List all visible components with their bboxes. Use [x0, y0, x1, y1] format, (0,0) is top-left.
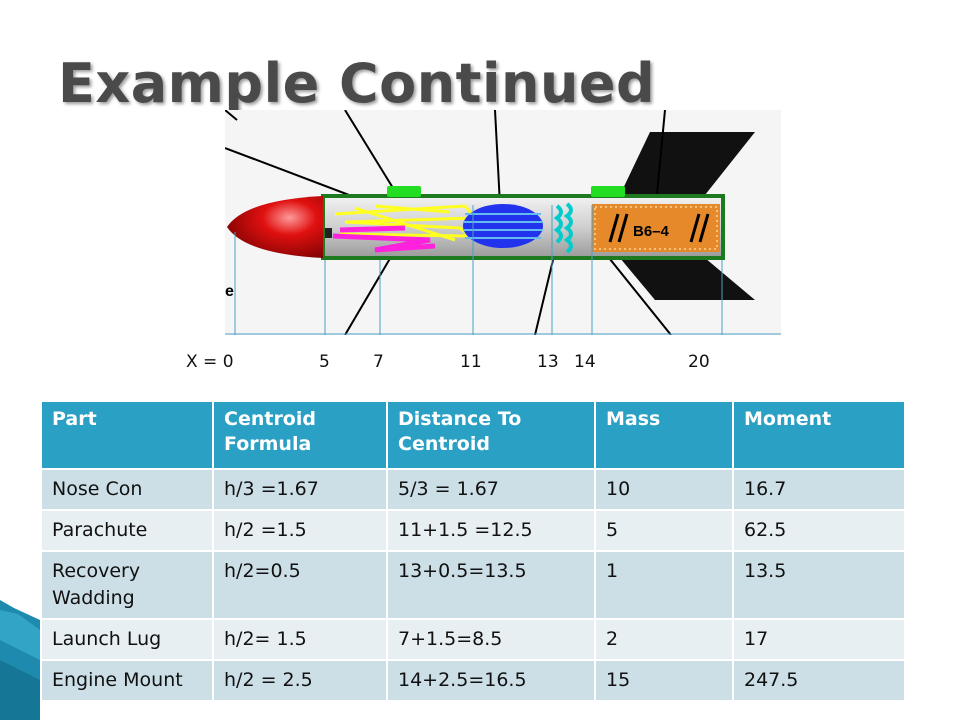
x-label: X = 0: [186, 352, 234, 372]
cell-moment: 13.5: [732, 550, 906, 620]
x-axis-labels: X = 0 5 7 11 13 14 20: [0, 352, 960, 376]
header-centroid-formula: Centroid Formula: [212, 400, 388, 470]
cell-moment: 16.7: [732, 468, 906, 511]
nose-weight: [325, 228, 332, 238]
table-row: Parachute h/2 =1.5 11+1.5 =12.5 5 62.5: [40, 509, 906, 552]
cell-distance: 11+1.5 =12.5: [386, 509, 596, 552]
table-row: Nose Con h/3 =1.67 5/3 = 1.67 10 16.7: [40, 468, 906, 511]
header-distance-to-centroid: Distance To Centroid: [386, 400, 596, 470]
parachute: [463, 204, 543, 248]
upper-fin: [620, 132, 755, 195]
centroid-table: Part Centroid Formula Distance To Centro…: [40, 400, 906, 702]
cell-centroid-formula: h/2= 1.5: [212, 618, 388, 661]
cell-mass: 15: [594, 659, 734, 702]
table-header-row: Part Centroid Formula Distance To Centro…: [40, 400, 906, 470]
cropped-side-label: e: [225, 283, 234, 300]
lower-fin: [620, 258, 755, 300]
corner-decoration: [0, 600, 40, 720]
cell-moment: 62.5: [732, 509, 906, 552]
x-tick-5: 5: [319, 352, 330, 372]
cell-mass: 5: [594, 509, 734, 552]
table-row: Recovery Wadding h/2=0.5 13+0.5=13.5 1 1…: [40, 550, 906, 620]
engine-label: B6–4: [633, 223, 670, 240]
cell-centroid-formula: h/3 =1.67: [212, 468, 388, 511]
launch-lug-rear: [591, 186, 625, 197]
table-row: Launch Lug h/2= 1.5 7+1.5=8.5 2 17: [40, 618, 906, 661]
table-row: Engine Mount h/2 = 2.5 14+2.5=16.5 15 24…: [40, 659, 906, 702]
x-tick-13: 13: [537, 352, 559, 372]
cell-mass: 10: [594, 468, 734, 511]
cell-part: Recovery Wadding: [40, 550, 214, 620]
rocket-diagram: B6–4 e: [225, 110, 781, 335]
cell-part: Nose Con: [40, 468, 214, 511]
x-tick-7: 7: [373, 352, 384, 372]
cell-mass: 2: [594, 618, 734, 661]
cell-distance: 7+1.5=8.5: [386, 618, 596, 661]
cell-centroid-formula: h/2=0.5: [212, 550, 388, 620]
header-part: Part: [40, 400, 214, 470]
cell-part: Parachute: [40, 509, 214, 552]
cell-distance: 14+2.5=16.5: [386, 659, 596, 702]
recovery-wadding: [553, 202, 573, 254]
x-tick-20: 20: [688, 352, 710, 372]
cell-moment: 17: [732, 618, 906, 661]
x-tick-14: 14: [574, 352, 596, 372]
cell-centroid-formula: h/2 =1.5: [212, 509, 388, 552]
engine-marks: [608, 213, 710, 243]
cell-moment: 247.5: [732, 659, 906, 702]
cell-centroid-formula: h/2 = 2.5: [212, 659, 388, 702]
cell-distance: 13+0.5=13.5: [386, 550, 596, 620]
cell-part: Engine Mount: [40, 659, 214, 702]
cell-distance: 5/3 = 1.67: [386, 468, 596, 511]
cell-part: Launch Lug: [40, 618, 214, 661]
header-moment: Moment: [732, 400, 906, 470]
nose-cone: [227, 196, 323, 258]
slide-title: Example Continued: [58, 52, 656, 115]
launch-lug-front: [387, 186, 421, 197]
streamer: [332, 225, 436, 253]
header-mass: Mass: [594, 400, 734, 470]
x-tick-11: 11: [460, 352, 482, 372]
cell-mass: 1: [594, 550, 734, 620]
reference-lines: [234, 205, 723, 335]
